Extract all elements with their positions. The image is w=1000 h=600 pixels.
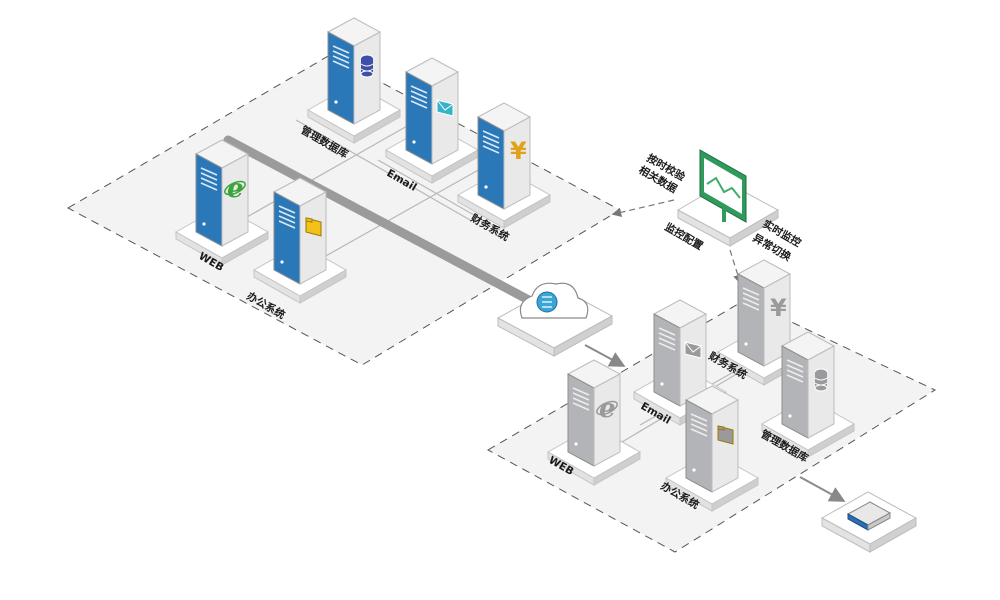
database-icon xyxy=(360,54,374,78)
primary-server-5: ¥ xyxy=(456,102,552,229)
backup-server-5 xyxy=(760,331,856,458)
yen-icon: ¥ xyxy=(510,137,527,165)
monitor-to-backup-arrow xyxy=(729,249,743,285)
mail-icon xyxy=(436,99,454,117)
mail-icon xyxy=(684,341,702,359)
cloud-transfer-icon xyxy=(519,282,589,319)
web-browser-icon: e xyxy=(224,174,246,204)
database-icon xyxy=(814,368,828,392)
yen-icon: ¥ xyxy=(770,294,787,322)
svg-text:¥: ¥ xyxy=(510,137,527,165)
primary-server-1: e xyxy=(174,139,270,266)
monitor-node xyxy=(676,149,780,247)
monitor-chart-icon xyxy=(699,149,747,223)
backup-to-storage-arrow xyxy=(799,476,846,502)
backup-server-2 xyxy=(664,385,760,512)
storage-node xyxy=(820,491,918,553)
backup-server-4: ¥ xyxy=(716,259,812,386)
svg-text:e: e xyxy=(227,174,244,204)
primary-server-3 xyxy=(306,17,402,144)
web-browser-icon: e xyxy=(596,394,618,424)
svg-text:¥: ¥ xyxy=(770,294,787,322)
folder-icon xyxy=(717,425,734,445)
svg-text:e: e xyxy=(599,394,616,424)
monitor-to-primary-arrow xyxy=(611,199,675,218)
cloud-node xyxy=(496,282,614,357)
backup-server-1: e xyxy=(546,359,642,486)
primary-server-2 xyxy=(252,177,348,304)
folder-icon xyxy=(305,217,322,237)
storage-device-icon xyxy=(846,501,892,531)
replication-trunk xyxy=(223,135,545,311)
primary-server-4 xyxy=(384,57,480,184)
cloud-to-backup-arrow xyxy=(584,344,626,367)
